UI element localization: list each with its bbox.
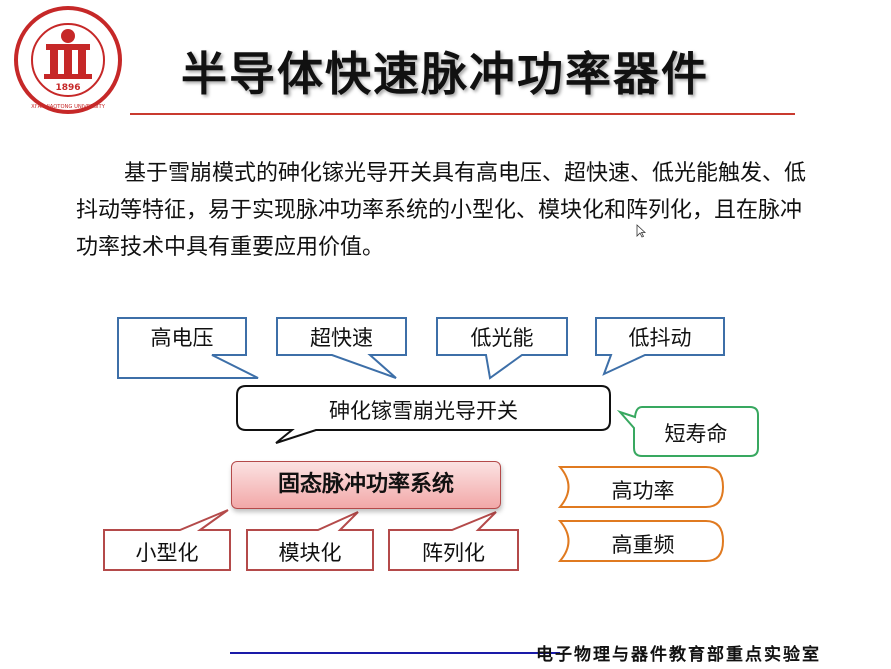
- university-logo: 1896 XI'AN JIAOTONG UNIVERSITY: [14, 6, 122, 114]
- benefit-callout-2: [246, 511, 374, 571]
- drawback-callout: [616, 406, 759, 457]
- feature-label-4: 低抖动: [628, 326, 692, 350]
- mouse-cursor-icon: [636, 224, 646, 238]
- feature-label-1: 高电压: [150, 326, 214, 350]
- requirement-label-1: 高功率: [611, 479, 675, 503]
- requirement-shape-1: [557, 466, 725, 508]
- benefit-callout-3: [388, 511, 519, 571]
- device-callout: [236, 385, 611, 444]
- logo-year: 1896: [55, 83, 80, 93]
- feature-label-3: 低光能: [470, 326, 534, 350]
- page-title: 半导体快速脉冲功率器件: [181, 47, 709, 101]
- requirement-label-2: 高重频: [611, 533, 675, 557]
- footer-rule: [230, 652, 560, 654]
- requirement-shape-2: [557, 520, 725, 562]
- benefit-label-3: 阵列化: [422, 541, 485, 565]
- benefit-callout-1: [103, 509, 231, 571]
- feature-callout-2: [276, 317, 407, 379]
- benefit-label-1: 小型化: [135, 541, 199, 565]
- intro-text: 基于雪崩模式的砷化镓光导开关具有高电压、超快速、低光能触发、低抖动等特征，易于实…: [76, 161, 807, 260]
- intro-paragraph: 基于雪崩模式的砷化镓光导开关具有高电压、超快速、低光能触发、低抖动等特征，易于实…: [76, 155, 816, 266]
- device-label: 砷化镓雪崩光导开关: [329, 399, 518, 423]
- feature-label-2: 超快速: [310, 326, 373, 350]
- logo-name: XI'AN JIAOTONG UNIVERSITY: [31, 104, 106, 110]
- feature-callout-4: [595, 317, 725, 376]
- benefit-label-2: 模块化: [278, 541, 342, 565]
- footer-lab-name: 电子物理与器件教育部重点实验室: [536, 645, 821, 665]
- title-underline: [130, 113, 795, 115]
- feature-callout-3: [436, 317, 568, 380]
- feature-callout-1: [117, 317, 259, 379]
- drawback-label: 短寿命: [664, 422, 728, 446]
- system-box: 固态脉冲功率系统: [231, 461, 501, 509]
